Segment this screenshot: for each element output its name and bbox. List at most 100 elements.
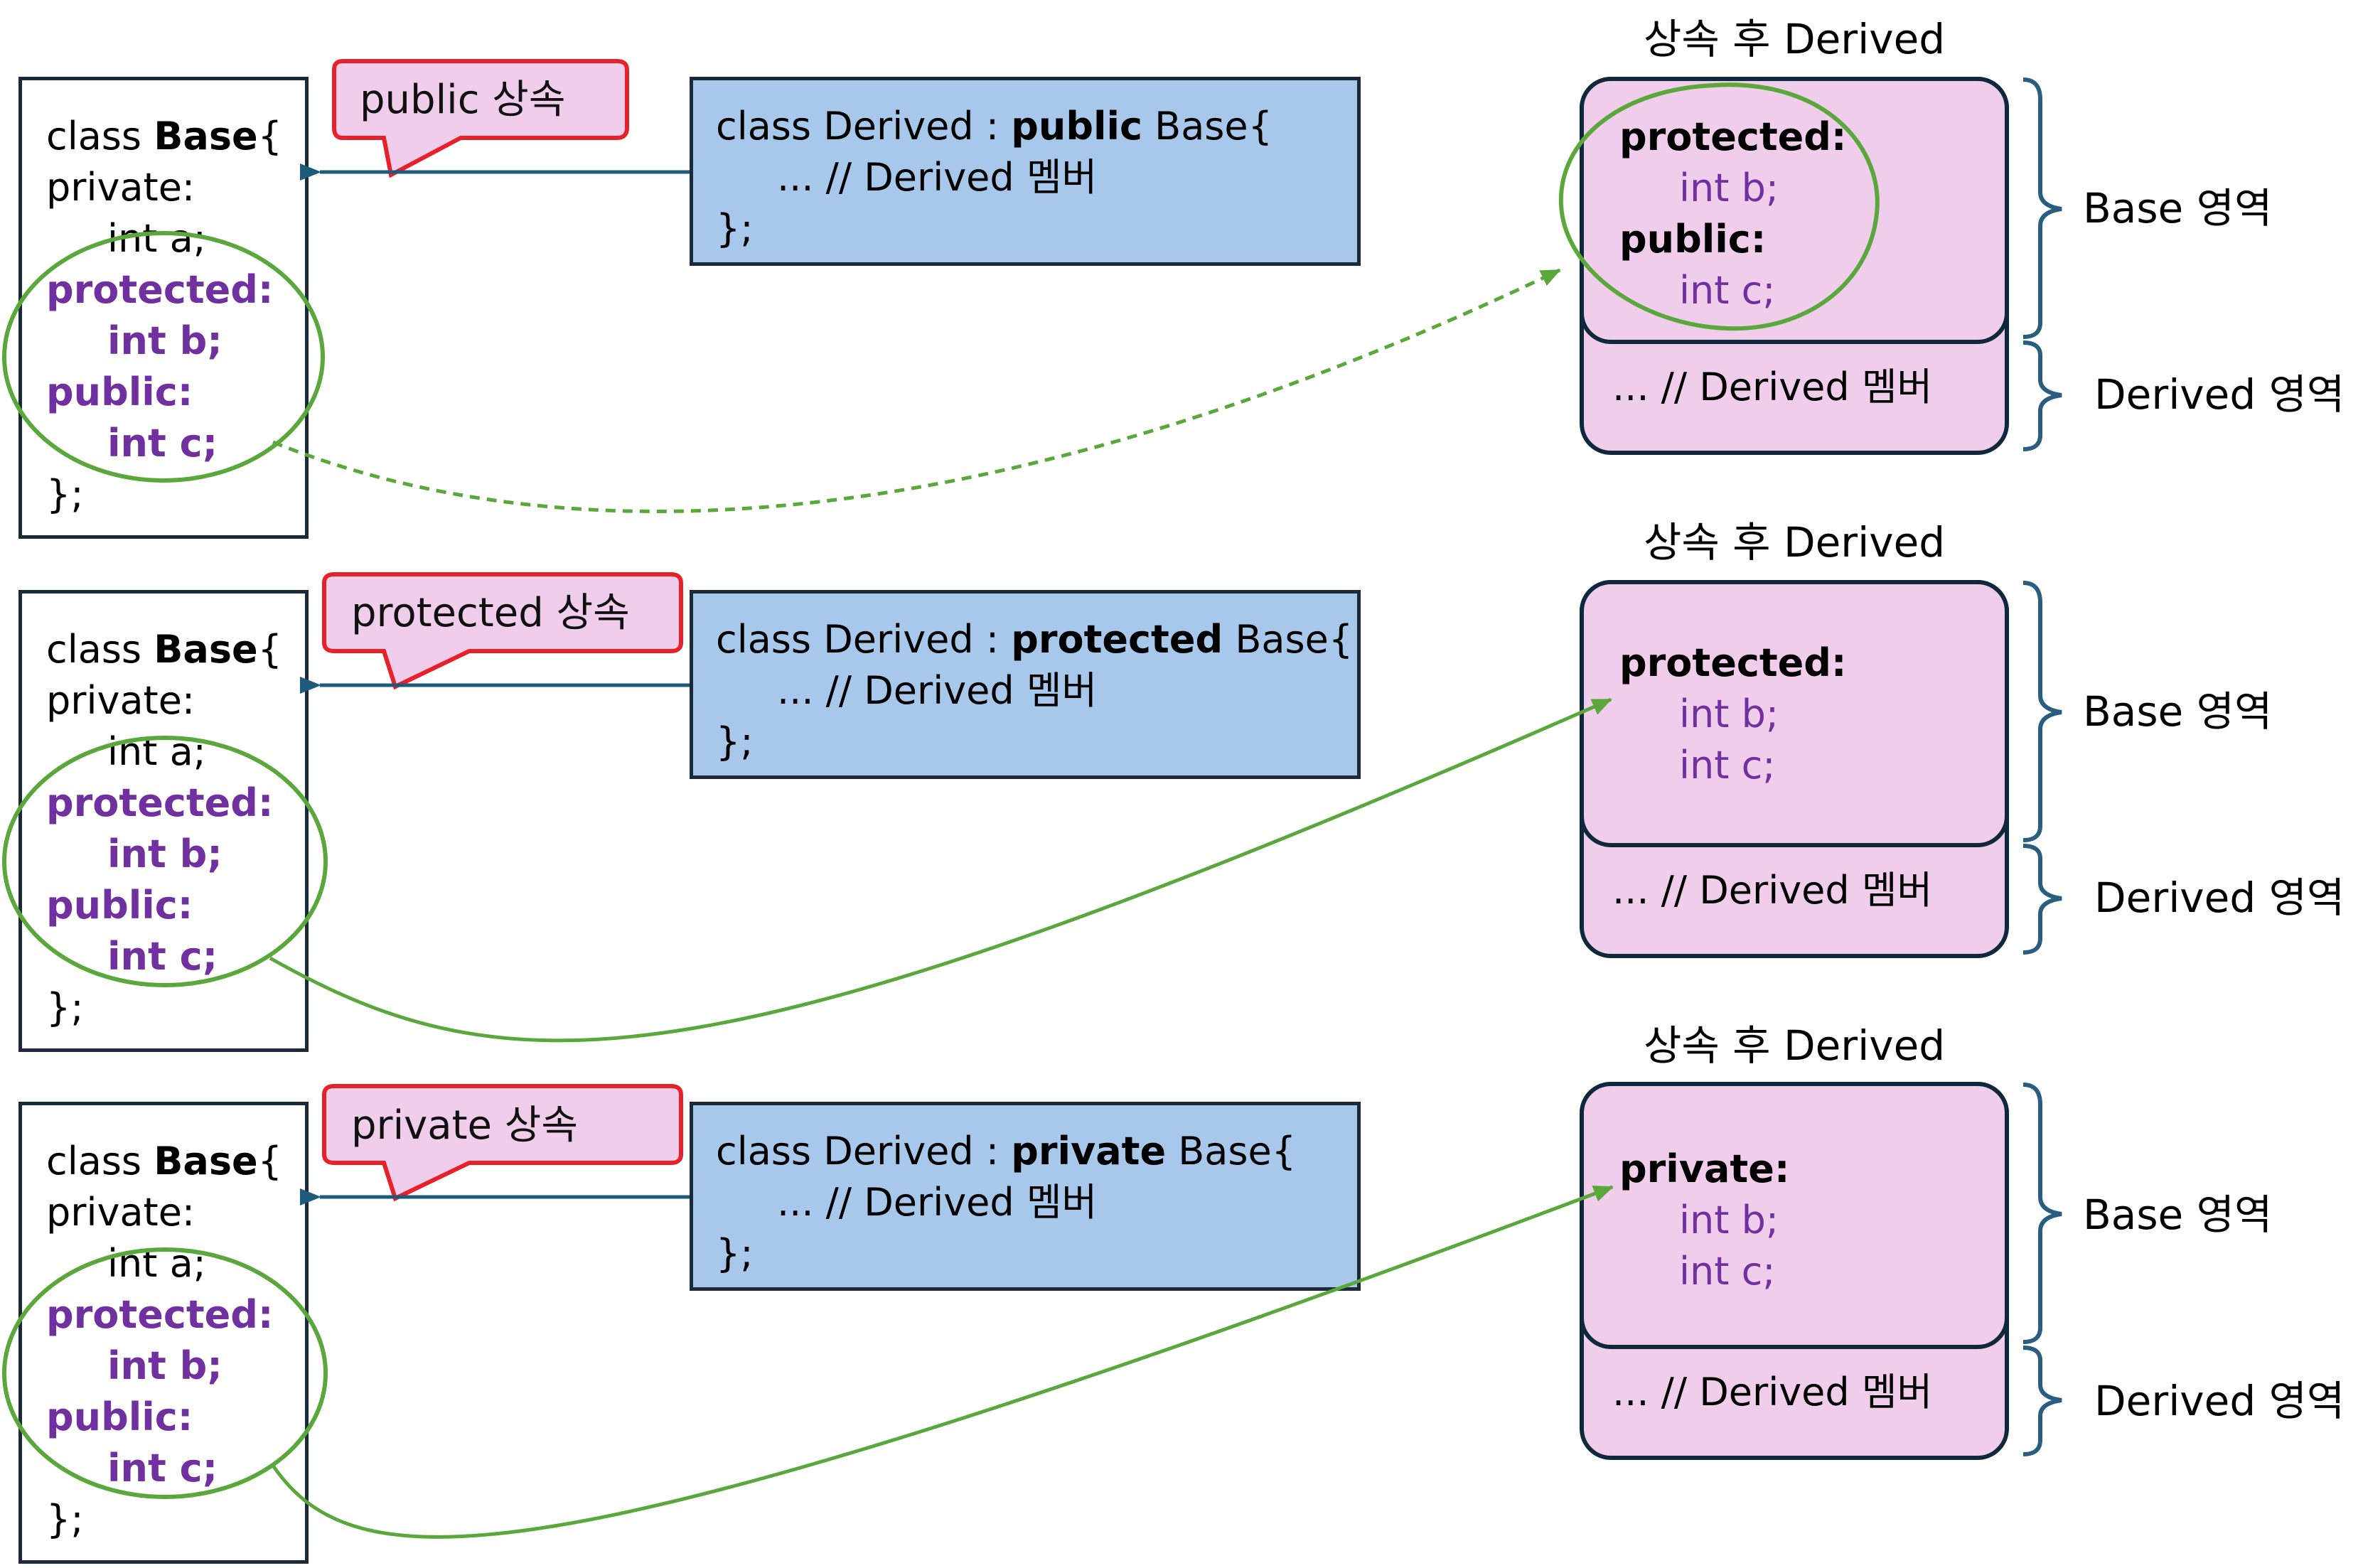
base-class-brace: {	[257, 627, 282, 672]
result-base-region: private: int b; int c;	[1580, 1082, 2009, 1349]
derived-class-close: };	[716, 1231, 754, 1276]
derived-class-box: class Derived : public Base{ ... // Deri…	[690, 77, 1361, 266]
base-public-label: public:	[46, 883, 193, 928]
base-public-label: public:	[46, 1395, 193, 1439]
result-access-1: protected:	[1619, 114, 1847, 159]
base-class-line-1: class Base{	[46, 117, 282, 156]
derived-region-brace	[2022, 1346, 2062, 1456]
base-protected-label: protected:	[46, 780, 274, 825]
base-class-name: Base	[154, 627, 258, 672]
accessible-members-ellipse	[2, 1247, 328, 1499]
accessible-members-ellipse	[2, 231, 325, 483]
base-class-line-1: class Base{	[46, 630, 282, 669]
derived-access-specifier: protected	[1011, 617, 1223, 662]
base-class-brace: {	[257, 1139, 282, 1183]
mapping-arrow-dashed	[272, 268, 1561, 513]
derived-class-close: };	[716, 206, 754, 251]
result-access-1: protected:	[1619, 640, 1847, 685]
callout-bubble	[322, 1084, 683, 1202]
derived-region-brace	[2022, 844, 2062, 955]
derived-base-name: Base{	[1223, 617, 1354, 662]
mapping-arrow	[271, 1185, 1614, 1539]
result-box: private: int b; int c; ... // Derived 멤버	[1580, 1082, 2009, 1460]
derived-region-label: Derived 영역	[2094, 1377, 2345, 1425]
callout-private: private 상속	[351, 1102, 578, 1149]
result-title: 상속 후 Derived	[1644, 1021, 1946, 1070]
result-access-1: private:	[1619, 1147, 1790, 1191]
base-class-name: Base	[154, 1139, 258, 1183]
result-int-b: int b;	[1679, 1198, 1779, 1242]
result-int-c: int c;	[1679, 1249, 1776, 1294]
result-box: protected: int b; public: int c; ... // …	[1580, 77, 2009, 455]
result-base-region: protected: int b; public: int c;	[1580, 77, 2009, 344]
result-int-c: int c;	[1679, 743, 1776, 788]
base-class-box: class Base{ private: int a; protected: i…	[18, 77, 309, 539]
base-region-label: Base 영역	[2083, 1191, 2273, 1239]
derived-class-line-1: class Derived : private Base{	[716, 1132, 1296, 1171]
base-class-name: Base	[154, 114, 258, 159]
callout-public: public 상속	[360, 77, 566, 123]
result-base-region: protected: int b; int c;	[1580, 580, 2009, 847]
result-title: 상속 후 Derived	[1644, 518, 1946, 566]
derived-region-label: Derived 영역	[2094, 370, 2345, 419]
result-title: 상속 후 Derived	[1644, 15, 1946, 63]
derived-class-keyword: class Derived :	[716, 617, 1012, 662]
accessible-members-ellipse	[2, 736, 328, 987]
callout-protected: protected 상속	[351, 590, 630, 636]
base-private-label: private:	[46, 678, 195, 723]
derived-class-box: class Derived : protected Base{ ... // D…	[690, 590, 1361, 779]
result-box: protected: int b; int c; ... // Derived …	[1580, 580, 2009, 958]
derived-access-specifier: public	[1011, 104, 1142, 149]
base-public-label: public:	[46, 370, 193, 414]
derived-base-name: Base{	[1142, 104, 1273, 149]
result-int-b: int b;	[1679, 692, 1779, 736]
base-private-label: private:	[46, 165, 195, 210]
result-derived-members: ... // Derived 멤버	[1612, 365, 1933, 409]
derived-members-line: ... // Derived 멤버	[777, 1180, 1098, 1225]
base-region-brace	[2022, 77, 2062, 339]
base-protected-label: protected:	[46, 267, 274, 312]
result-int-b: int b;	[1679, 166, 1779, 210]
result-derived-members: ... // Derived 멤버	[1612, 868, 1933, 913]
result-int-c: int c;	[1679, 268, 1776, 313]
derived-region-label: Derived 영역	[2094, 874, 2345, 922]
result-access-2: public:	[1619, 217, 1767, 262]
base-int-c: int c;	[107, 421, 218, 466]
base-class-close: };	[46, 985, 84, 1030]
base-region-label: Base 영역	[2083, 184, 2273, 232]
derived-class-line-1: class Derived : protected Base{	[716, 621, 1353, 659]
derived-class-close: };	[716, 719, 754, 764]
callout-bubble	[332, 59, 629, 178]
derived-access-specifier: private	[1011, 1129, 1167, 1174]
base-class-box: class Base{ private: int a; protected: i…	[18, 1102, 309, 1564]
derived-members-line: ... // Derived 멤버	[777, 155, 1098, 200]
derived-class-keyword: class Derived :	[716, 104, 1012, 149]
base-class-close: };	[46, 1497, 84, 1542]
result-ellipse-highlight	[1558, 82, 1880, 331]
derived-class-box: class Derived : private Base{ ... // Der…	[690, 1102, 1361, 1291]
base-class-keyword: class	[46, 114, 154, 159]
result-derived-members: ... // Derived 멤버	[1612, 1370, 1933, 1414]
base-class-close: };	[46, 472, 84, 517]
base-region-brace	[2022, 1083, 2062, 1344]
base-class-brace: {	[257, 114, 282, 159]
base-protected-label: protected:	[46, 1292, 274, 1337]
derived-class-keyword: class Derived :	[716, 1129, 1012, 1174]
derived-class-line-1: class Derived : public Base{	[716, 107, 1272, 146]
mapping-arrow	[269, 697, 1612, 1043]
base-class-box: class Base{ private: int a; protected: i…	[18, 590, 309, 1052]
derived-base-name: Base{	[1166, 1129, 1297, 1174]
base-int-c: int c;	[107, 934, 218, 979]
derived-region-brace	[2022, 340, 2062, 451]
base-int-b: int b;	[107, 1343, 223, 1388]
base-int-b: int b;	[107, 832, 223, 876]
base-class-keyword: class	[46, 627, 154, 672]
derived-members-line: ... // Derived 멤버	[777, 668, 1098, 713]
base-region-brace	[2022, 581, 2062, 842]
callout-bubble	[322, 572, 683, 690]
base-int-b: int b;	[107, 318, 223, 363]
base-class-line-1: class Base{	[46, 1142, 282, 1181]
base-private-label: private:	[46, 1190, 195, 1235]
base-class-keyword: class	[46, 1139, 154, 1183]
